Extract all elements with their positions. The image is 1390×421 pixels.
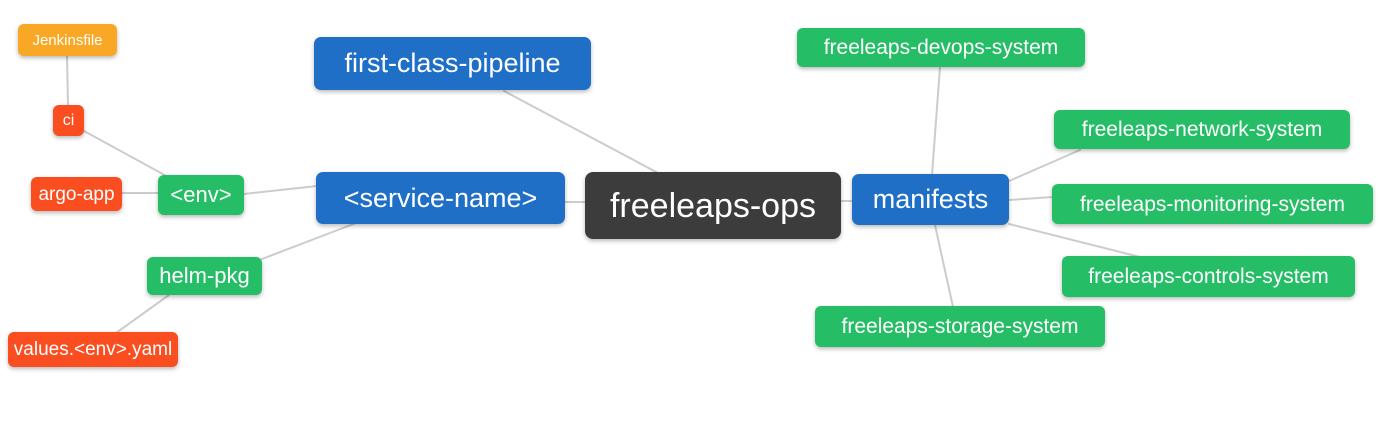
node-env-label: <env> (170, 182, 232, 207)
node-monitoring-system-label: freeleaps-monitoring-system (1080, 192, 1345, 216)
node-helm-pkg[interactable]: helm-pkg (147, 257, 262, 295)
edge-manifests-network (1008, 149, 1081, 182)
node-manifests[interactable]: manifests (852, 174, 1009, 225)
node-freeleaps-ops-label: freeleaps-ops (609, 186, 816, 225)
node-controls-system-label: freeleaps-controls-system (1088, 265, 1329, 288)
node-manifests-label: manifests (872, 184, 989, 214)
node-first-class-pipeline-label: first-class-pipeline (344, 48, 561, 78)
node-network-system[interactable]: freeleaps-network-system (1054, 110, 1350, 149)
edge-ci-env (83, 130, 171, 179)
node-env[interactable]: <env> (158, 175, 244, 215)
edge-pipeline-root (503, 90, 659, 174)
node-values-env-yaml[interactable]: values.<env>.yaml (8, 332, 178, 367)
node-devops-system-label: freeleaps-devops-system (823, 36, 1059, 59)
edge-helmpkg-servicename (261, 222, 357, 260)
node-values-env-yaml-label: values.<env>.yaml (13, 339, 173, 360)
node-controls-system[interactable]: freeleaps-controls-system (1062, 256, 1355, 297)
node-service-name-label: <service-name> (343, 182, 538, 213)
node-storage-system[interactable]: freeleaps-storage-system (815, 306, 1105, 347)
node-monitoring-system[interactable]: freeleaps-monitoring-system (1052, 184, 1373, 224)
node-ci-label: ci (62, 111, 75, 129)
edge-env-servicename (243, 185, 318, 195)
node-freeleaps-ops-root[interactable]: freeleaps-ops (585, 172, 841, 239)
node-first-class-pipeline[interactable]: first-class-pipeline (314, 37, 591, 90)
edge-manifests-storage (934, 224, 954, 308)
node-storage-system-label: freeleaps-storage-system (841, 315, 1079, 338)
edge-manifests-devops (931, 66, 941, 176)
node-argo-app[interactable]: argo-app (31, 177, 122, 211)
node-argo-app-label: argo-app (38, 183, 115, 205)
node-ci[interactable]: ci (53, 105, 84, 136)
edge-manifests-monitoring (1008, 196, 1054, 201)
edge-manifests-controls (1008, 223, 1141, 258)
node-jenkinsfile[interactable]: Jenkinsfile (18, 24, 117, 56)
node-network-system-label: freeleaps-network-system (1081, 118, 1323, 141)
node-service-name[interactable]: <service-name> (316, 172, 565, 224)
node-devops-system[interactable]: freeleaps-devops-system (797, 28, 1085, 67)
edge-values-helmpkg (115, 294, 170, 334)
node-helm-pkg-label: helm-pkg (159, 263, 250, 288)
edge-jenkinsfile-ci (66, 55, 69, 107)
node-jenkinsfile-label: Jenkinsfile (32, 31, 103, 49)
